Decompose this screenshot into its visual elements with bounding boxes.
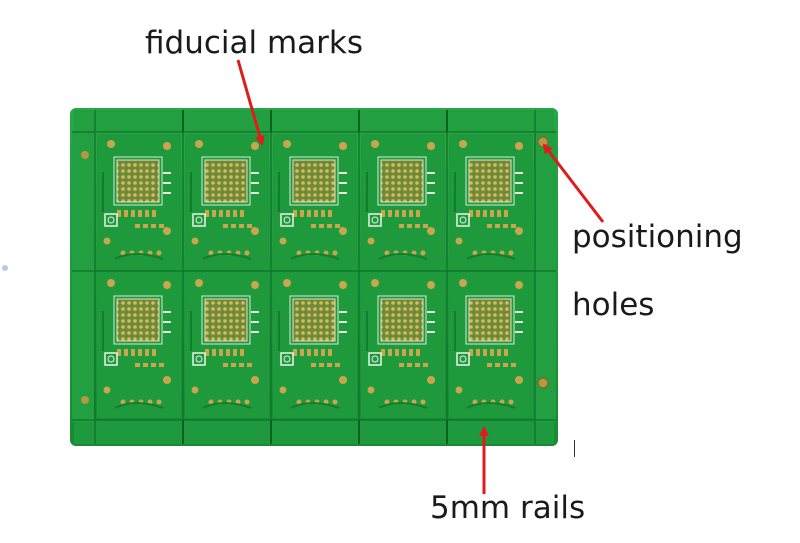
fiducial-marks-label: fiducial marks	[145, 28, 363, 59]
bga-footprint	[468, 298, 512, 342]
board-unit	[185, 273, 269, 418]
fiducial-pad	[427, 281, 435, 289]
bga-footprint	[380, 159, 424, 203]
board-units	[97, 134, 533, 418]
bga-footprint	[292, 159, 336, 203]
fiducial-marks-text: fiducial marks	[145, 25, 364, 61]
board-unit	[361, 273, 445, 418]
holes-label: holes	[572, 287, 655, 323]
bga-footprint	[204, 298, 248, 342]
left-margin-artifact	[2, 265, 8, 271]
text-cursor	[574, 440, 575, 457]
fiducial-pad	[107, 279, 115, 287]
fiducial-pad	[459, 279, 467, 287]
fiducial-pad	[339, 142, 347, 150]
board-unit	[361, 134, 445, 269]
fiducial-pad	[515, 281, 523, 289]
bottom-rail	[74, 420, 554, 444]
board-unit	[97, 134, 181, 269]
right-rail	[534, 132, 556, 422]
fiducial-pad	[107, 140, 115, 148]
bga-footprint	[292, 298, 336, 342]
fiducial-pad	[195, 140, 203, 148]
v-score-lines	[72, 110, 556, 444]
fiducial-pad	[163, 142, 171, 150]
bga-footprint	[204, 159, 248, 203]
fiducial-pad	[283, 140, 291, 148]
fiducial-pad	[371, 140, 379, 148]
fiducial-pad	[339, 281, 347, 289]
board-unit	[449, 134, 533, 269]
rail-tab-breaks	[182, 110, 448, 444]
top-rail	[74, 110, 554, 132]
bga-footprint	[116, 159, 160, 203]
bga-footprint	[116, 298, 160, 342]
board-unit	[449, 273, 533, 418]
arrow-positioning	[542, 143, 605, 223]
fiducial-pad	[251, 142, 259, 150]
positioning-label: positioning	[572, 219, 743, 255]
left-rail	[72, 132, 94, 422]
fiducial-pad	[427, 142, 435, 150]
fiducial-pad	[283, 279, 291, 287]
fiducial-pad	[195, 279, 203, 287]
fiducial-pad	[515, 142, 523, 150]
rails-label: 5mm rails	[430, 490, 586, 526]
fiducial-pad	[459, 140, 467, 148]
board-unit	[185, 134, 269, 269]
fiducial-pad	[163, 281, 171, 289]
fiducial-pad	[371, 279, 379, 287]
bga-footprint	[380, 298, 424, 342]
board-unit	[97, 273, 181, 418]
arrow-fiducial	[236, 59, 265, 146]
bga-footprint	[468, 159, 512, 203]
board-unit	[273, 273, 357, 418]
fiducial-pad	[251, 281, 259, 289]
board-unit	[273, 134, 357, 269]
